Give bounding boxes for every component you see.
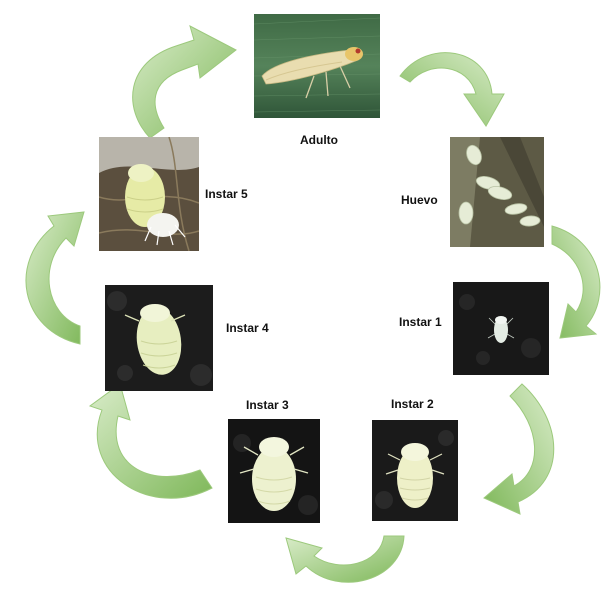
- photo-adulto: [254, 14, 380, 118]
- label-adulto: Adulto: [300, 133, 338, 147]
- photo-huevo: [450, 137, 544, 247]
- arrow-instar3-to-instar4: [90, 384, 212, 498]
- arrow-instar2-to-instar3: [286, 536, 404, 582]
- photo-instar2: [372, 420, 458, 521]
- arrow-instar1-to-instar2: [484, 384, 554, 514]
- label-instar2: Instar 2: [391, 397, 434, 411]
- label-instar1: Instar 1: [399, 315, 442, 329]
- label-huevo: Huevo: [401, 193, 438, 207]
- label-instar5: Instar 5: [205, 187, 248, 201]
- label-instar3: Instar 3: [246, 398, 289, 412]
- photo-instar1: [453, 282, 549, 375]
- photo-instar5: [99, 137, 199, 251]
- arrow-adulto-to-huevo: [400, 53, 504, 126]
- arrow-instar4-to-instar5: [26, 212, 84, 344]
- photo-instar3: [228, 419, 320, 523]
- arrow-huevo-to-instar1: [552, 226, 600, 338]
- arrow-instar5-to-adulto: [133, 26, 236, 138]
- photo-instar4: [105, 285, 213, 391]
- label-instar4: Instar 4: [226, 321, 269, 335]
